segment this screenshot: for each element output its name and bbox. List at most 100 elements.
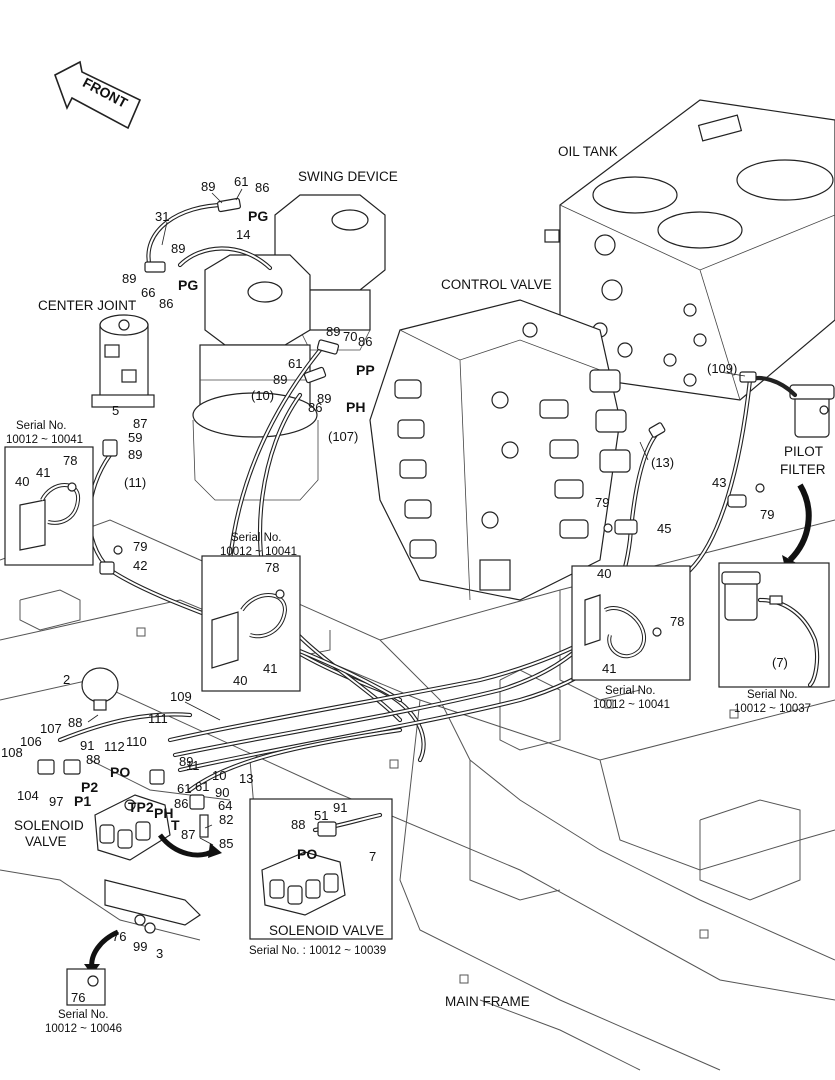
callout: 40	[15, 474, 29, 489]
control-valve-label: CONTROL VALVE	[441, 277, 552, 292]
callout: 110	[126, 734, 147, 749]
callout: 88	[291, 817, 305, 832]
swing-device-lower	[192, 254, 319, 501]
callout: 40	[597, 566, 611, 581]
callout: 97	[49, 794, 63, 809]
callout: 89	[317, 391, 331, 406]
solenoid-valve-label-2: VALVE	[25, 834, 67, 849]
inset-pilot-filter: (7) Serial No. 10012 ~ 10037	[718, 562, 830, 715]
callout: PG	[248, 208, 268, 224]
pilot-filter	[789, 384, 835, 438]
callout: 90	[215, 785, 229, 800]
callout: 79	[595, 495, 609, 510]
callout: (10)	[251, 388, 274, 403]
callout: 89	[179, 754, 193, 769]
callout: 112	[104, 739, 125, 754]
callout: (11)	[124, 475, 146, 490]
callout: 89	[273, 372, 287, 387]
swing-device-upper	[274, 194, 386, 351]
callout: 51	[314, 808, 328, 823]
inset-center-joint-clamp: Serial No. 10012 ~ 10041 41 78 40	[4, 420, 94, 566]
callout: 41	[602, 661, 616, 676]
callout: 111	[148, 711, 168, 726]
callout: 31	[155, 209, 169, 224]
callout: 43	[712, 475, 726, 490]
callout: 87	[133, 416, 147, 431]
solenoid-valve-main	[81, 667, 201, 926]
callout: 76	[71, 990, 85, 1005]
inset-solenoid-valve: 88 51 91 PO 7 SOLENOID VALVE Serial No. …	[249, 798, 393, 957]
callout: P1	[74, 793, 91, 809]
center-joint	[91, 314, 155, 408]
callout: 5	[112, 403, 119, 418]
callout: 11	[186, 758, 200, 773]
callout: 61	[288, 356, 302, 371]
callout: 88	[68, 715, 82, 730]
front-arrow-icon: FRONT	[54, 60, 142, 130]
callout: PG	[178, 277, 198, 293]
callout: (7)	[772, 655, 788, 670]
callout: 79	[133, 539, 147, 554]
center-joint-label: CENTER JOINT	[38, 298, 136, 313]
control-valve	[369, 299, 631, 601]
callout: 7	[369, 849, 376, 864]
callout: 70	[343, 329, 357, 344]
inset-serial-label: Serial No.	[605, 685, 656, 697]
main-frame-label: MAIN FRAME	[445, 994, 530, 1009]
callout: 41	[263, 661, 277, 676]
callout: 14	[236, 227, 250, 242]
callout: 108	[1, 745, 23, 760]
callout: 87	[181, 827, 195, 842]
callout: 109	[170, 689, 192, 704]
inset-middle-clamp: Serial No. 10012 ~ 10041 78 41 40	[201, 532, 301, 692]
callout: 13	[239, 771, 253, 786]
callout: 86	[159, 296, 173, 311]
inset-serial-label: Serial No.	[58, 1009, 109, 1021]
solenoid-inset-title: SOLENOID VALVE	[269, 923, 384, 938]
callout: 61	[177, 781, 191, 796]
callout: 91	[80, 738, 94, 753]
callout: (109)	[707, 361, 737, 376]
callout: 89	[201, 179, 215, 194]
callout: 10	[212, 768, 226, 783]
inset-serial-label: Serial No.	[16, 420, 67, 432]
oil-tank-label: OIL TANK	[558, 144, 618, 159]
callout: PO	[297, 846, 317, 862]
callout: 42	[133, 558, 147, 573]
callout: 86	[174, 796, 188, 811]
inset-serial-range: 10012 ~ 10041	[593, 699, 670, 711]
pilot-filter-label-1: PILOT	[784, 444, 823, 459]
callout: 89	[326, 324, 340, 339]
callout: 79	[760, 507, 774, 522]
callout: 78	[63, 453, 77, 468]
callout: 85	[219, 836, 233, 851]
inset-serial-range: 10012 ~ 10046	[45, 1023, 122, 1035]
pilot-filter-label-2: FILTER	[780, 462, 826, 477]
callout: 86	[255, 180, 269, 195]
callout: 106	[20, 734, 42, 749]
inset-serial-label: Serial No.	[747, 689, 798, 701]
inset-serial-label: Serial No.	[231, 532, 282, 544]
callout: 91	[333, 800, 347, 815]
swing-device-label: SWING DEVICE	[298, 169, 398, 184]
callout: 78	[265, 560, 279, 575]
callout: 61	[195, 779, 209, 794]
callout: PH	[346, 399, 365, 415]
oil-tank	[544, 99, 835, 401]
solenoid-valve-label-1: SOLENOID	[14, 818, 84, 833]
pointer-arrows	[84, 483, 812, 975]
inset-serial-range: 10012 ~ 10037	[734, 703, 811, 715]
fittings	[37, 197, 765, 934]
inset-serial-range: 10012 ~ 10041	[220, 546, 297, 558]
callout: 66	[141, 285, 155, 300]
callout: 45	[657, 521, 671, 536]
component-labels: OIL TANK SWING DEVICE CONTROL VALVE CENT…	[14, 144, 826, 1009]
callout: 89	[122, 271, 136, 286]
callout: 89	[171, 241, 185, 256]
callout: T	[171, 817, 180, 833]
callout: 40	[233, 673, 247, 688]
callout: 99	[133, 939, 147, 954]
callout: 82	[219, 812, 233, 827]
callout: 88	[86, 752, 100, 767]
